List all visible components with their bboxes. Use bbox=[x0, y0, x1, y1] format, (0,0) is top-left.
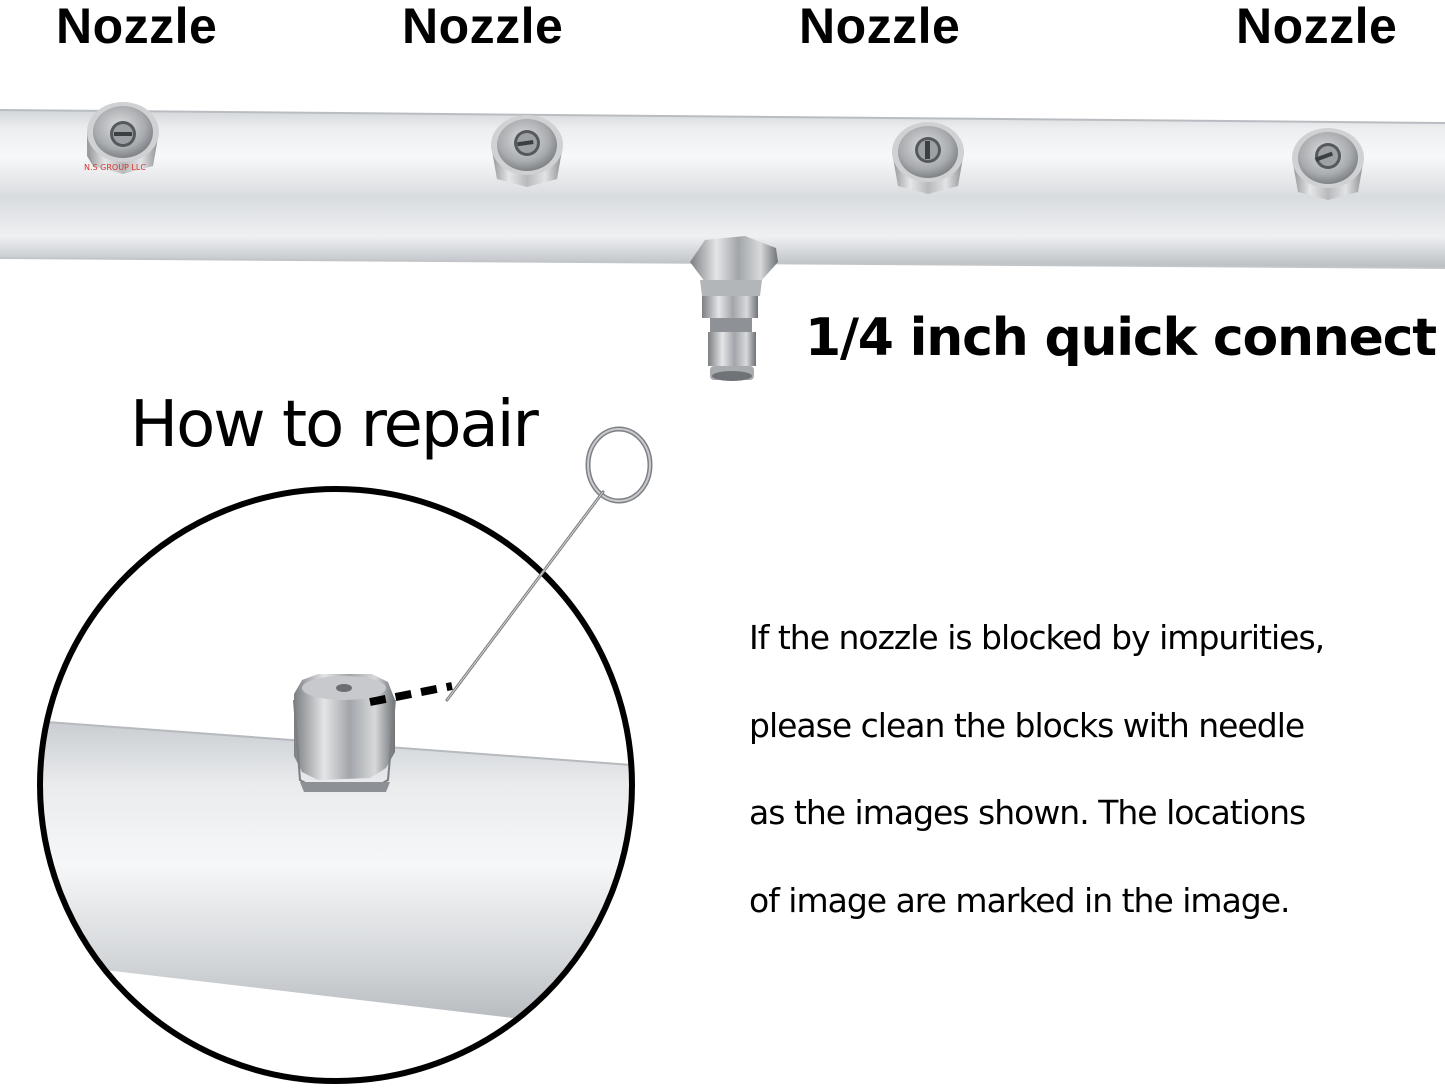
nozzle-label-2: Nozzle bbox=[402, 0, 564, 54]
repair-title: How to repair bbox=[130, 388, 539, 462]
nozzle-icon bbox=[87, 102, 159, 174]
nozzle-label-1: Nozzle bbox=[56, 0, 218, 54]
instructions-block: If the nozzle is blocked by impurities, … bbox=[749, 606, 1429, 956]
magnified-view bbox=[40, 489, 632, 1081]
quick-connect-label: 1/4 inch quick connect bbox=[805, 308, 1437, 368]
nozzle-label-3: Nozzle bbox=[799, 0, 961, 54]
nozzle-icon bbox=[892, 122, 964, 194]
quick-connect-fitting-icon bbox=[690, 236, 778, 381]
magnifier-circle bbox=[37, 486, 635, 1084]
nozzle-icon bbox=[1292, 128, 1364, 200]
instruction-line: please clean the blocks with needle bbox=[749, 705, 1305, 745]
nozzle-icon bbox=[491, 115, 563, 187]
cleaning-needle-icon bbox=[445, 426, 653, 702]
watermark-text: N.S GROUP LLC bbox=[84, 163, 146, 172]
instruction-line: If the nozzle is blocked by impurities, bbox=[749, 618, 1325, 657]
manifold-pipe bbox=[0, 110, 1445, 268]
pointer-dashes bbox=[369, 682, 453, 706]
instruction-line: as the images shown. The locations bbox=[749, 793, 1306, 832]
instruction-line: of image are marked in the image. bbox=[749, 880, 1291, 920]
nozzle-label-4: Nozzle bbox=[1236, 0, 1398, 54]
